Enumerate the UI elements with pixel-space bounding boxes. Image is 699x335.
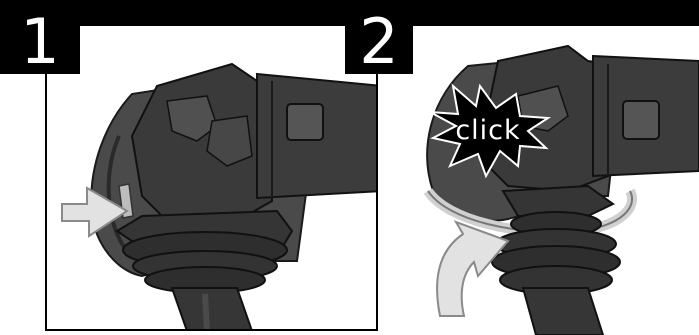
handle (172, 288, 252, 331)
step-2-illustration: click (408, 26, 699, 335)
step-1-badge: 1 (0, 10, 80, 74)
click-label: click (455, 115, 520, 146)
step-1-panel (45, 26, 378, 331)
step-2-badge: 2 (345, 10, 413, 74)
handle (523, 288, 603, 335)
step-1-illustration (47, 26, 378, 331)
step-2-panel: click (408, 26, 699, 335)
